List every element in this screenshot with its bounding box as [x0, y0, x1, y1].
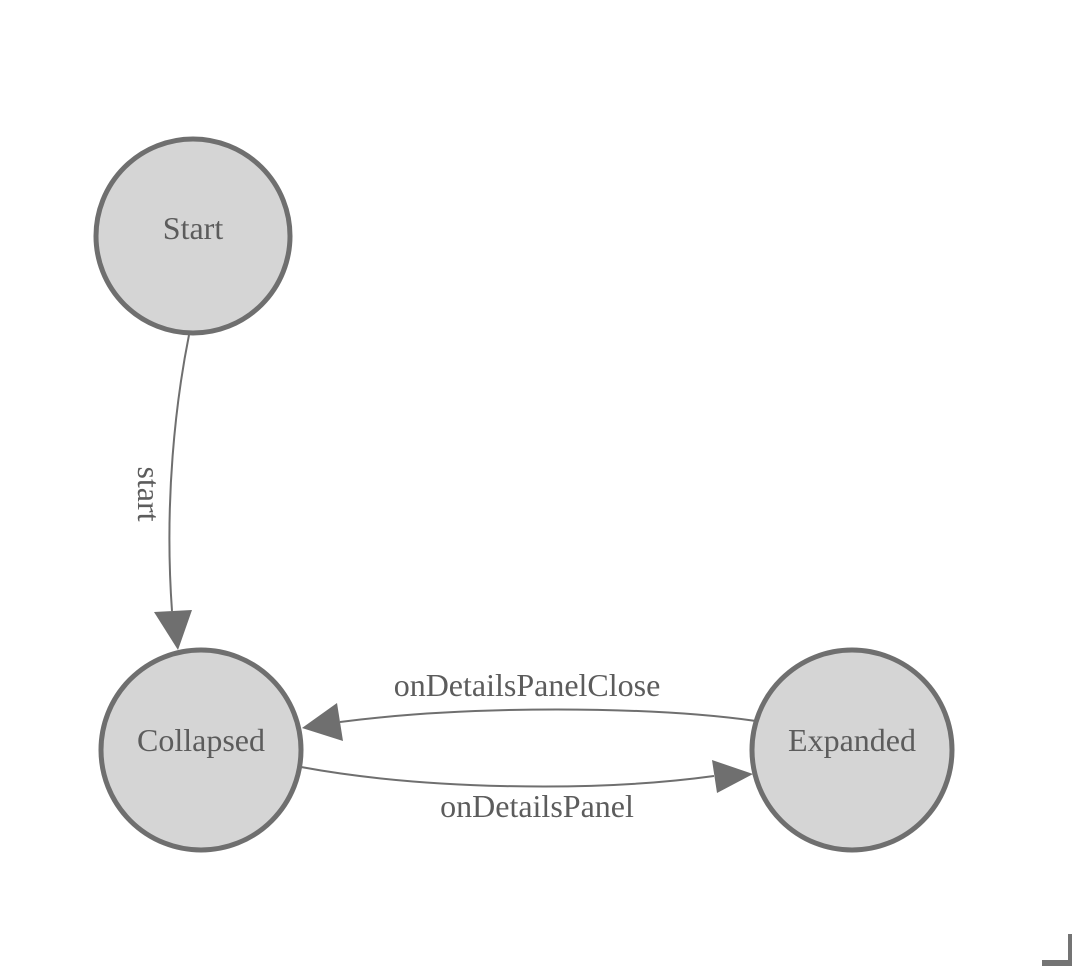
- resize-corner-horizontal-bar[interactable]: [1042, 960, 1072, 966]
- state-label-collapsed: Collapsed: [137, 722, 265, 758]
- edge-collapsed-to-expanded: onDetailsPanel: [300, 760, 753, 824]
- edge-expanded-to-collapsed: onDetailsPanelClose: [302, 667, 757, 741]
- resize-corner-vertical-bar[interactable]: [1068, 934, 1072, 966]
- edge-panel-line: [300, 766, 715, 788]
- edge-start-line: [168, 334, 190, 612]
- arrowhead-icon: [302, 703, 343, 741]
- edge-close-line: [339, 708, 757, 723]
- state-circle-expanded[interactable]: [749, 647, 955, 853]
- state-label-expanded: Expanded: [788, 722, 916, 758]
- state-label-start: Start: [163, 210, 224, 246]
- state-node-collapsed[interactable]: Collapsed: [98, 647, 304, 853]
- arrowhead-icon: [154, 610, 192, 650]
- state-node-expanded[interactable]: Expanded: [749, 647, 955, 853]
- edge-label-on-details-panel-close: onDetailsPanelClose: [394, 667, 661, 703]
- edge-label-on-details-panel: onDetailsPanel: [440, 788, 634, 824]
- resize-corner-icon[interactable]: [1042, 934, 1072, 966]
- state-circle-collapsed[interactable]: [98, 647, 304, 853]
- edge-start-to-collapsed: start: [131, 334, 192, 650]
- edge-label-start: start: [131, 466, 167, 521]
- state-circle-start[interactable]: [93, 136, 293, 336]
- arrowhead-icon: [712, 760, 753, 793]
- state-node-start[interactable]: Start: [93, 136, 293, 336]
